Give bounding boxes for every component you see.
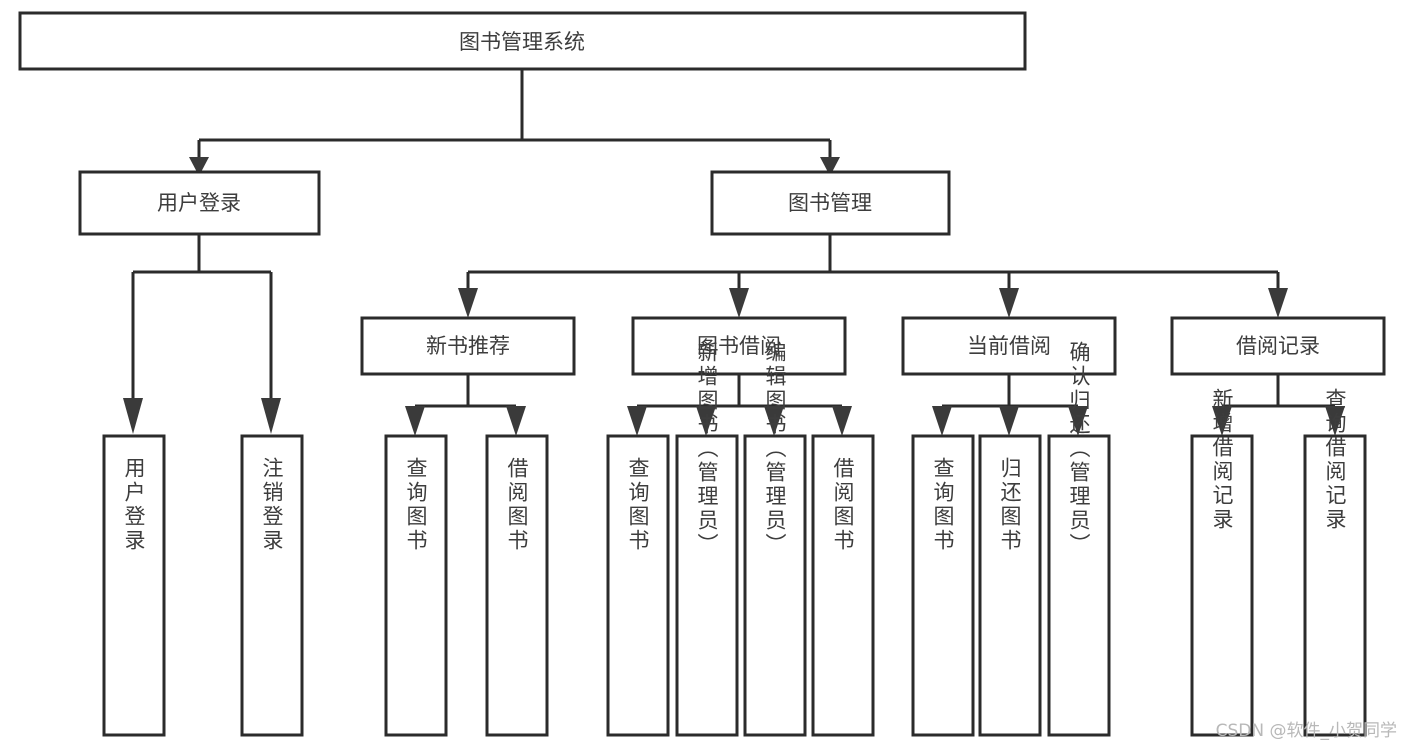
arrowhead-leaf-query-book-3	[932, 406, 952, 436]
node-book-borrow-label: 图书借阅	[697, 334, 781, 358]
node-leaf-query-record-label: 查询借阅记录	[1323, 388, 1347, 532]
node-leaf-user-login[interactable]: 用户登录	[102, 434, 166, 737]
node-leaf-borrow-book-2-label: 借阅图书	[831, 457, 855, 553]
node-leaf-query-book-2-box[interactable]	[606, 434, 670, 737]
node-user-login-label: 用户登录	[157, 191, 241, 215]
node-leaf-logout-login-box[interactable]	[240, 434, 304, 737]
node-leaf-confirm-return[interactable]: 确认归还（管理员）	[1047, 341, 1111, 737]
arrowhead-leaf-add-book	[696, 406, 716, 436]
node-leaf-user-login-box[interactable]	[102, 434, 166, 737]
node-leaf-add-record-box[interactable]	[1190, 434, 1254, 737]
node-leaf-confirm-return-box[interactable]	[1047, 434, 1111, 737]
node-new-book-recommend-label: 新书推荐	[426, 334, 510, 358]
node-book-manage-label: 图书管理	[788, 191, 872, 215]
node-leaf-query-record-box[interactable]	[1303, 434, 1367, 737]
arrowhead-leaf-confirm-return	[1068, 406, 1088, 436]
arrowhead-user-login	[189, 157, 209, 176]
arrowhead-borrow-record	[1268, 288, 1288, 318]
arrowhead-leaf-query-record	[1325, 406, 1345, 436]
node-leaf-edit-book-box[interactable]	[743, 434, 807, 737]
arrowhead-current-borrow	[999, 288, 1019, 318]
node-user-login[interactable]: 用户登录	[78, 170, 321, 236]
node-book-manage[interactable]: 图书管理	[710, 170, 951, 236]
arrowhead-leaf-add-record	[1212, 406, 1232, 436]
node-leaf-edit-book[interactable]: 编辑图书（管理员）	[743, 341, 807, 737]
node-borrow-record[interactable]: 借阅记录	[1170, 316, 1386, 376]
node-leaf-user-login-label: 用户登录	[122, 457, 146, 553]
node-leaf-logout-login[interactable]: 注销登录	[240, 434, 304, 737]
node-book-borrow[interactable]: 图书借阅	[631, 316, 847, 376]
node-current-borrow-label: 当前借阅	[967, 334, 1051, 358]
node-new-book-recommend[interactable]: 新书推荐	[360, 316, 576, 376]
node-leaf-add-book-box[interactable]	[675, 434, 739, 737]
node-leaf-query-book-1-label: 查询图书	[404, 457, 428, 553]
node-book-borrow-box[interactable]	[631, 316, 847, 376]
arrowhead-new-book-recommend	[458, 288, 478, 318]
node-borrow-record-label: 借阅记录	[1236, 334, 1320, 358]
node-leaf-return-book[interactable]: 归还图书	[978, 434, 1042, 737]
arrowhead-leaf-borrow-book-1	[506, 406, 526, 436]
node-leaf-add-book-label: 新增图书（管理员）	[695, 341, 719, 557]
arrowhead-leaf-borrow-book-2	[832, 406, 852, 436]
arrowhead-leaf-edit-book	[764, 406, 784, 436]
node-leaf-borrow-book-1[interactable]: 借阅图书	[485, 434, 549, 737]
node-new-book-recommend-box[interactable]	[360, 316, 576, 376]
node-leaf-add-book[interactable]: 新增图书（管理员）	[675, 341, 739, 737]
node-current-borrow[interactable]: 当前借阅	[901, 316, 1117, 376]
node-leaf-query-book-3-label: 查询图书	[931, 457, 955, 553]
node-root-label: 图书管理系统	[459, 30, 585, 54]
arrowhead-leaf-query-book-2	[627, 406, 647, 436]
connector-layer	[123, 69, 1345, 436]
node-leaf-return-book-label: 归还图书	[998, 457, 1022, 553]
node-leaf-add-record-label: 新增借阅记录	[1210, 388, 1234, 532]
node-leaf-query-book-3-box[interactable]	[911, 434, 975, 737]
node-root-box[interactable]	[18, 11, 1027, 71]
node-leaf-query-book-3[interactable]: 查询图书	[911, 434, 975, 737]
node-leaf-query-book-2-label: 查询图书	[626, 457, 650, 553]
arrowhead-book-manage	[820, 157, 840, 176]
node-leaf-query-record[interactable]: 查询借阅记录	[1303, 388, 1367, 737]
node-leaf-return-book-box[interactable]	[978, 434, 1042, 737]
node-leaf-borrow-book-2[interactable]: 借阅图书	[811, 434, 875, 737]
node-book-manage-box[interactable]	[710, 170, 951, 236]
node-leaf-edit-book-label: 编辑图书（管理员）	[763, 341, 787, 557]
arrowhead-book-borrow	[729, 288, 749, 318]
arrowhead-leaf-return-book	[999, 406, 1019, 436]
node-leaf-borrow-book-1-label: 借阅图书	[505, 457, 529, 553]
node-user-login-box[interactable]	[78, 170, 321, 236]
arrowhead-leaf-user-login	[123, 398, 143, 434]
node-leaf-query-book-2[interactable]: 查询图书	[606, 434, 670, 737]
node-leaf-borrow-book-1-box[interactable]	[485, 434, 549, 737]
node-leaf-borrow-book-2-box[interactable]	[811, 434, 875, 737]
arrowhead-leaf-query-book-1	[405, 406, 425, 436]
node-leaf-add-record[interactable]: 新增借阅记录	[1190, 388, 1254, 737]
arrowhead-leaf-logout-login	[261, 398, 281, 434]
node-leaf-logout-login-label: 注销登录	[260, 457, 284, 553]
node-root[interactable]: 图书管理系统	[18, 11, 1027, 71]
node-current-borrow-box[interactable]	[901, 316, 1117, 376]
node-borrow-record-box[interactable]	[1170, 316, 1386, 376]
node-leaf-query-book-1-box[interactable]	[384, 434, 448, 737]
node-leaf-query-book-1[interactable]: 查询图书	[384, 434, 448, 737]
node-leaf-confirm-return-label: 确认归还（管理员）	[1067, 341, 1091, 557]
